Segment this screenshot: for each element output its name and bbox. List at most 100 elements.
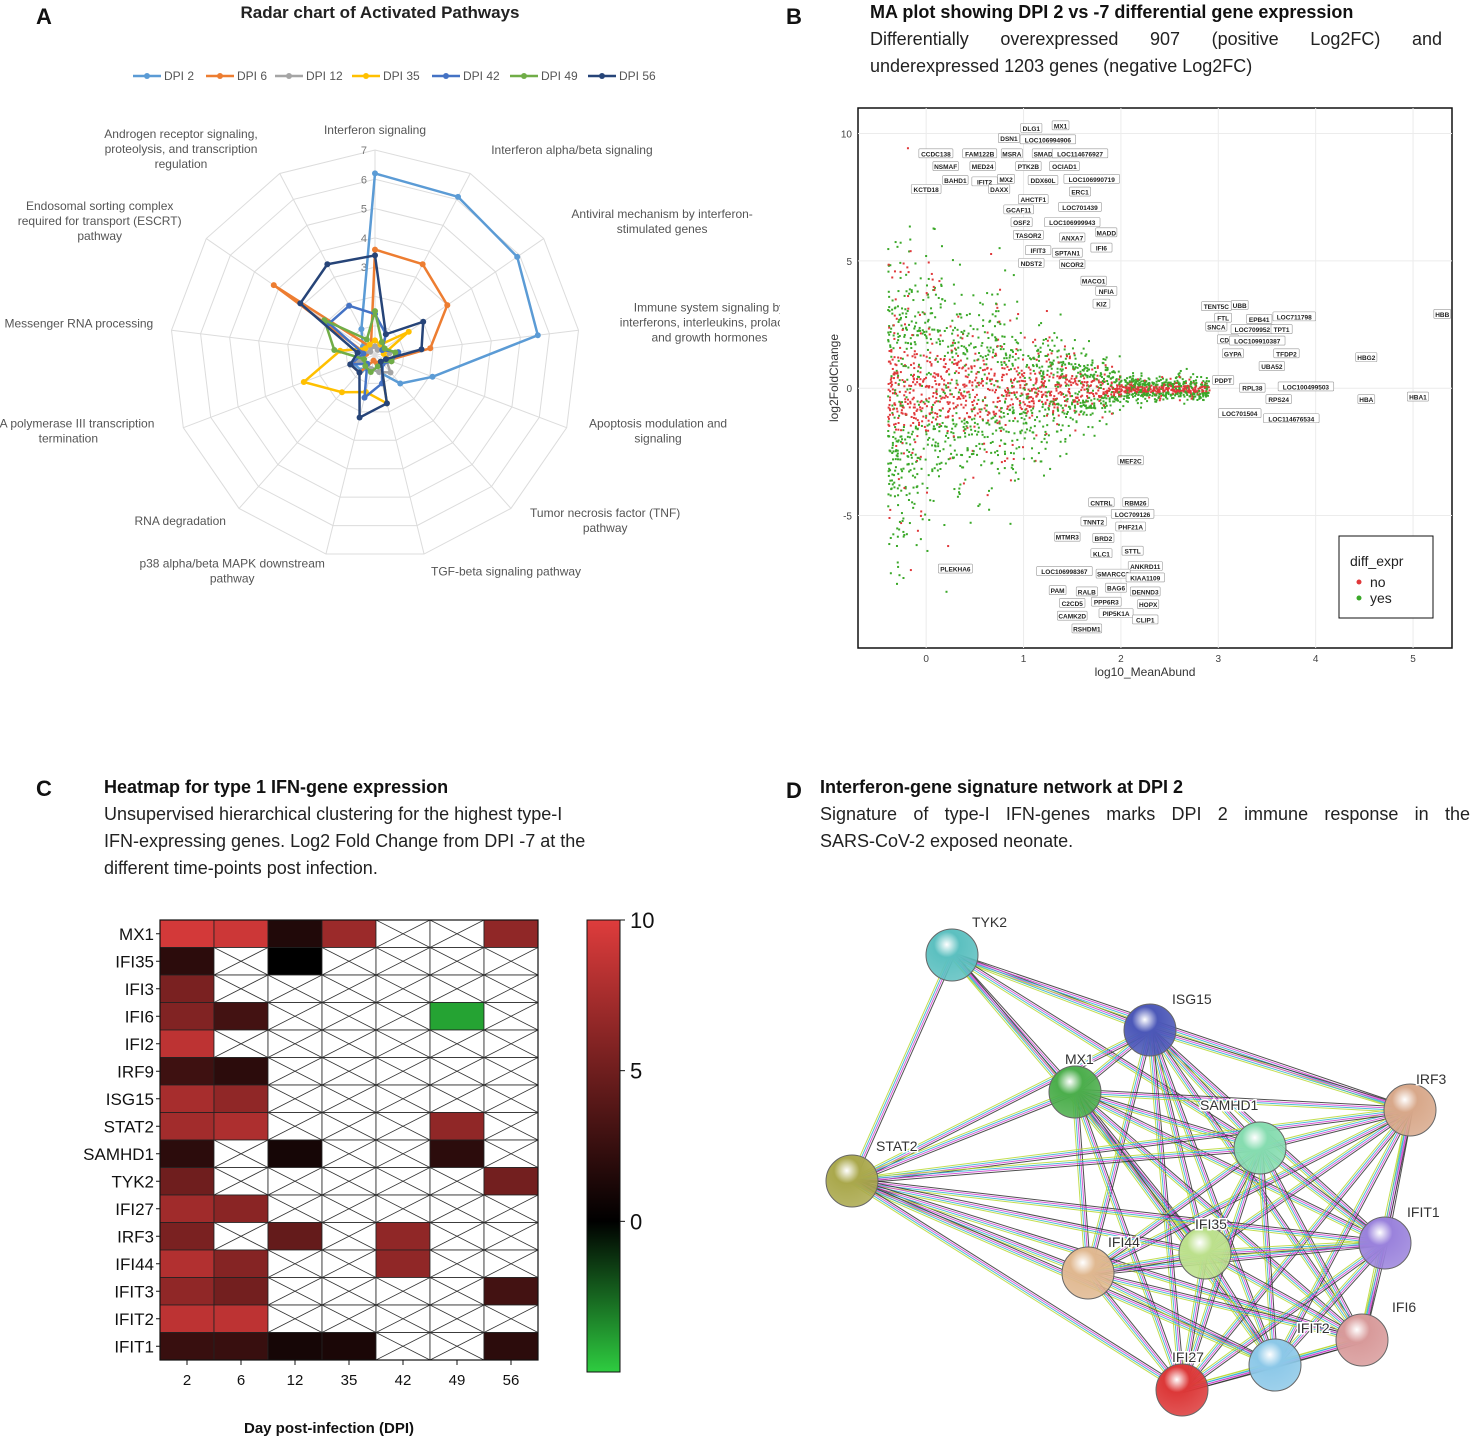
network-edge: [1086, 1270, 1277, 1368]
ma-point: [1048, 402, 1051, 405]
ma-point: [1097, 389, 1100, 392]
ma-gene-label-text: LOC109910387: [1234, 339, 1281, 346]
ma-point: [940, 283, 943, 286]
ma-point: [1074, 366, 1077, 369]
ma-point: [1134, 381, 1137, 384]
ma-point: [1032, 384, 1035, 387]
ma-point: [904, 412, 907, 415]
heatmap-chart: MX1IFI35IFI3IFI6IFI2IRF9ISG15STAT2SAMHD1…: [83, 908, 654, 1437]
ma-point: [906, 147, 909, 150]
ma-point: [979, 366, 982, 369]
heatmap-cell-missing: [375, 1084, 431, 1113]
ma-point: [1086, 376, 1089, 379]
ma-point: [947, 345, 950, 348]
radar-point: [374, 363, 381, 370]
ma-point: [1200, 376, 1203, 379]
ma-point: [1083, 411, 1086, 414]
radar-grid-ring: [229, 208, 521, 498]
heatmap-cell: [159, 1194, 215, 1223]
ma-gene-label-uba52: UBA52: [1258, 361, 1285, 371]
radar-point: [387, 369, 394, 376]
radar-point: [388, 358, 395, 365]
ma-point: [892, 458, 895, 461]
ma-point: [1074, 411, 1077, 414]
colorbar-tick-label: 10: [630, 908, 654, 933]
ma-point: [1045, 338, 1048, 341]
ma-point: [1158, 395, 1161, 398]
ma-point: [994, 420, 997, 423]
ma-point: [1093, 377, 1096, 380]
ma-point: [1025, 428, 1028, 431]
ma-point: [891, 473, 894, 476]
ma-point: [1011, 335, 1014, 338]
ma-point: [1202, 393, 1205, 396]
ma-point: [902, 426, 905, 429]
ma-point: [904, 485, 907, 488]
ma-point: [1130, 390, 1133, 393]
ma-point: [895, 317, 898, 320]
network-edge-line: [849, 953, 950, 1181]
ma-point: [1144, 380, 1147, 383]
ma-point: [975, 445, 978, 448]
ma-point: [910, 453, 913, 456]
ma-gene-label-box: [1018, 194, 1049, 204]
ma-gene-label-text: EPB41: [1249, 317, 1270, 324]
ma-point: [1103, 396, 1106, 399]
radar-point: [444, 302, 451, 309]
ma-point: [956, 404, 959, 407]
ma-point: [1087, 340, 1090, 343]
ma-point: [1162, 394, 1165, 397]
ma-point: [950, 351, 953, 354]
ma-gene-label-loc106994906: LOC106994906: [1019, 134, 1076, 144]
ma-point: [1133, 383, 1136, 386]
ma-point: [896, 332, 899, 335]
ma-point: [1036, 349, 1039, 352]
ma-point: [1103, 373, 1106, 376]
ma-point: [993, 372, 996, 375]
ma-gene-label-box: [1130, 586, 1161, 597]
network-node-label: IFIT1: [1407, 1204, 1440, 1220]
ma-gene-label-bahd1: BAHD1: [942, 175, 969, 185]
heatmap-cell-missing: [267, 1112, 323, 1141]
ma-point: [939, 395, 942, 398]
ma-point: [963, 390, 966, 393]
radar-point: [366, 341, 373, 348]
ma-point: [932, 438, 935, 441]
ma-point: [1044, 447, 1047, 450]
ma-point: [1081, 394, 1084, 397]
ma-point: [1030, 409, 1033, 412]
ma-point: [1006, 391, 1009, 394]
heatmap-cross-line: [267, 1057, 323, 1086]
ma-point: [1017, 373, 1020, 376]
ma-point: [889, 378, 892, 381]
ma-point: [947, 545, 950, 548]
heatmap-cell-missing: [483, 1029, 539, 1058]
ma-point: [1002, 374, 1005, 377]
legend-swatch-marker: [599, 73, 605, 79]
ma-point: [913, 413, 916, 416]
ma-point: [921, 482, 924, 485]
ma-point: [900, 435, 903, 438]
ma-gene-label-tent5c: TENT5C: [1201, 301, 1232, 311]
ma-point: [1083, 367, 1086, 370]
ma-point: [996, 385, 999, 388]
ma-point: [889, 572, 892, 575]
ma-point: [957, 354, 960, 357]
ma-point: [1029, 372, 1032, 375]
ma-point: [1056, 408, 1059, 411]
ma-point: [1034, 459, 1037, 462]
ma-point: [1113, 381, 1116, 384]
ma-point: [1017, 313, 1020, 316]
ma-point: [1000, 410, 1003, 413]
heatmap-cell-missing: [483, 1112, 539, 1141]
ma-point: [893, 356, 896, 359]
ma-point: [1066, 400, 1069, 403]
ma-point: [1144, 389, 1147, 392]
network-node-circle: [1061, 1246, 1115, 1300]
ma-point: [1045, 310, 1048, 313]
ma-point: [984, 355, 987, 358]
ma-point: [1005, 363, 1008, 366]
ma-point: [976, 453, 979, 456]
ma-point: [1071, 395, 1074, 398]
